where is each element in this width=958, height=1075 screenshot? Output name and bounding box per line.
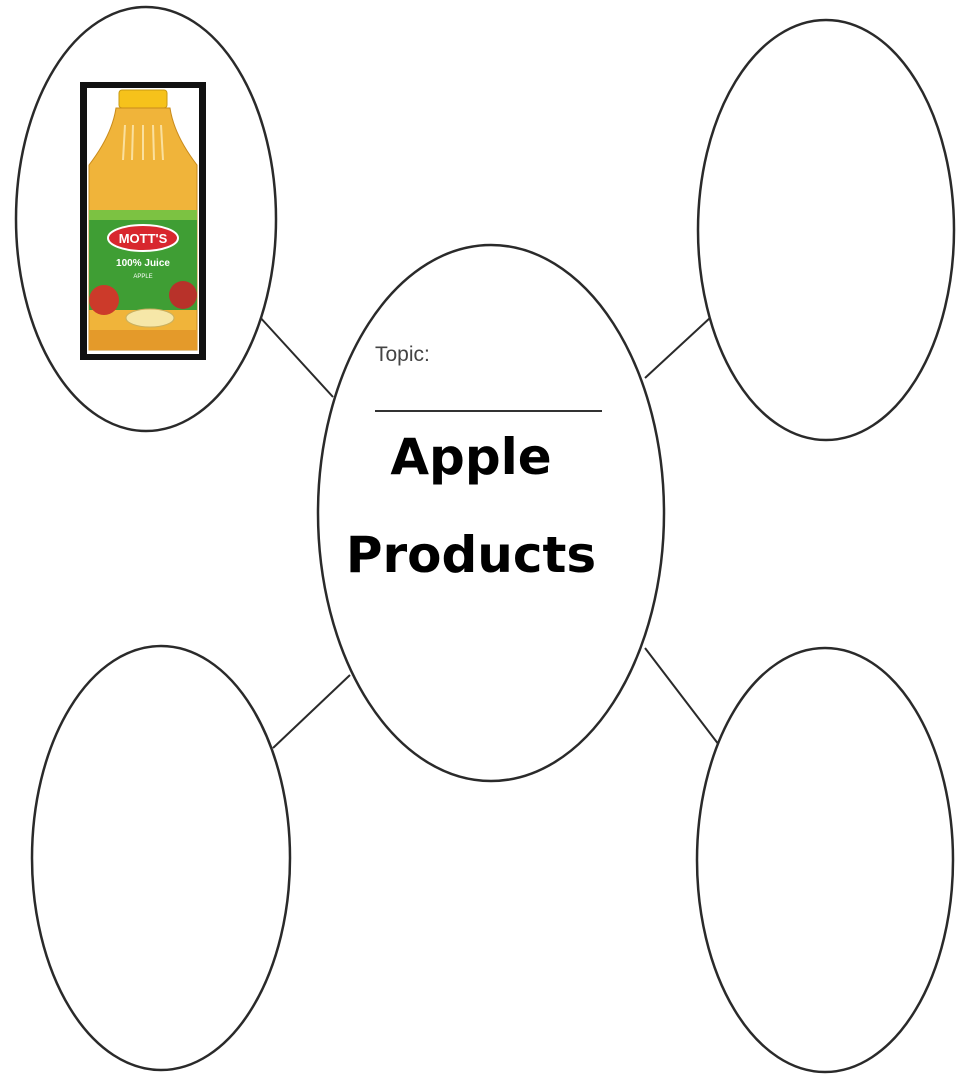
apple-right-icon [169, 281, 197, 309]
apple-slice-icon [125, 308, 175, 328]
bottle-icon: MOTT'S 100% Juice APPLE [88, 89, 198, 351]
brand-text: MOTT'S [119, 231, 168, 246]
bottle-bottom [89, 330, 197, 350]
bottle-ribs [122, 124, 164, 161]
brand-badge [107, 224, 179, 252]
apple-left-icon [89, 285, 119, 315]
oval-bottom-right[interactable] [695, 646, 955, 1074]
connector-bottom-left [272, 674, 351, 749]
juice-bottle-image: MOTT'S 100% Juice APPLE [80, 82, 206, 360]
oval-top-right[interactable] [696, 18, 956, 442]
connector-top-right [644, 316, 712, 379]
bottle-cap [118, 89, 168, 109]
topic-label: Topic: [375, 343, 430, 366]
connector-top-left [257, 314, 334, 398]
juice-text: 100% Juice [116, 258, 170, 269]
oval-bottom-left[interactable] [30, 644, 292, 1072]
flavor-text: APPLE [133, 274, 152, 280]
bottle-label-stripe [89, 210, 197, 220]
connector-bottom-right [644, 647, 720, 746]
topic-title-line-1: Apple [390, 428, 551, 486]
oval-topic-center[interactable] [316, 243, 666, 783]
topic-title-line-2: Products [346, 526, 596, 584]
